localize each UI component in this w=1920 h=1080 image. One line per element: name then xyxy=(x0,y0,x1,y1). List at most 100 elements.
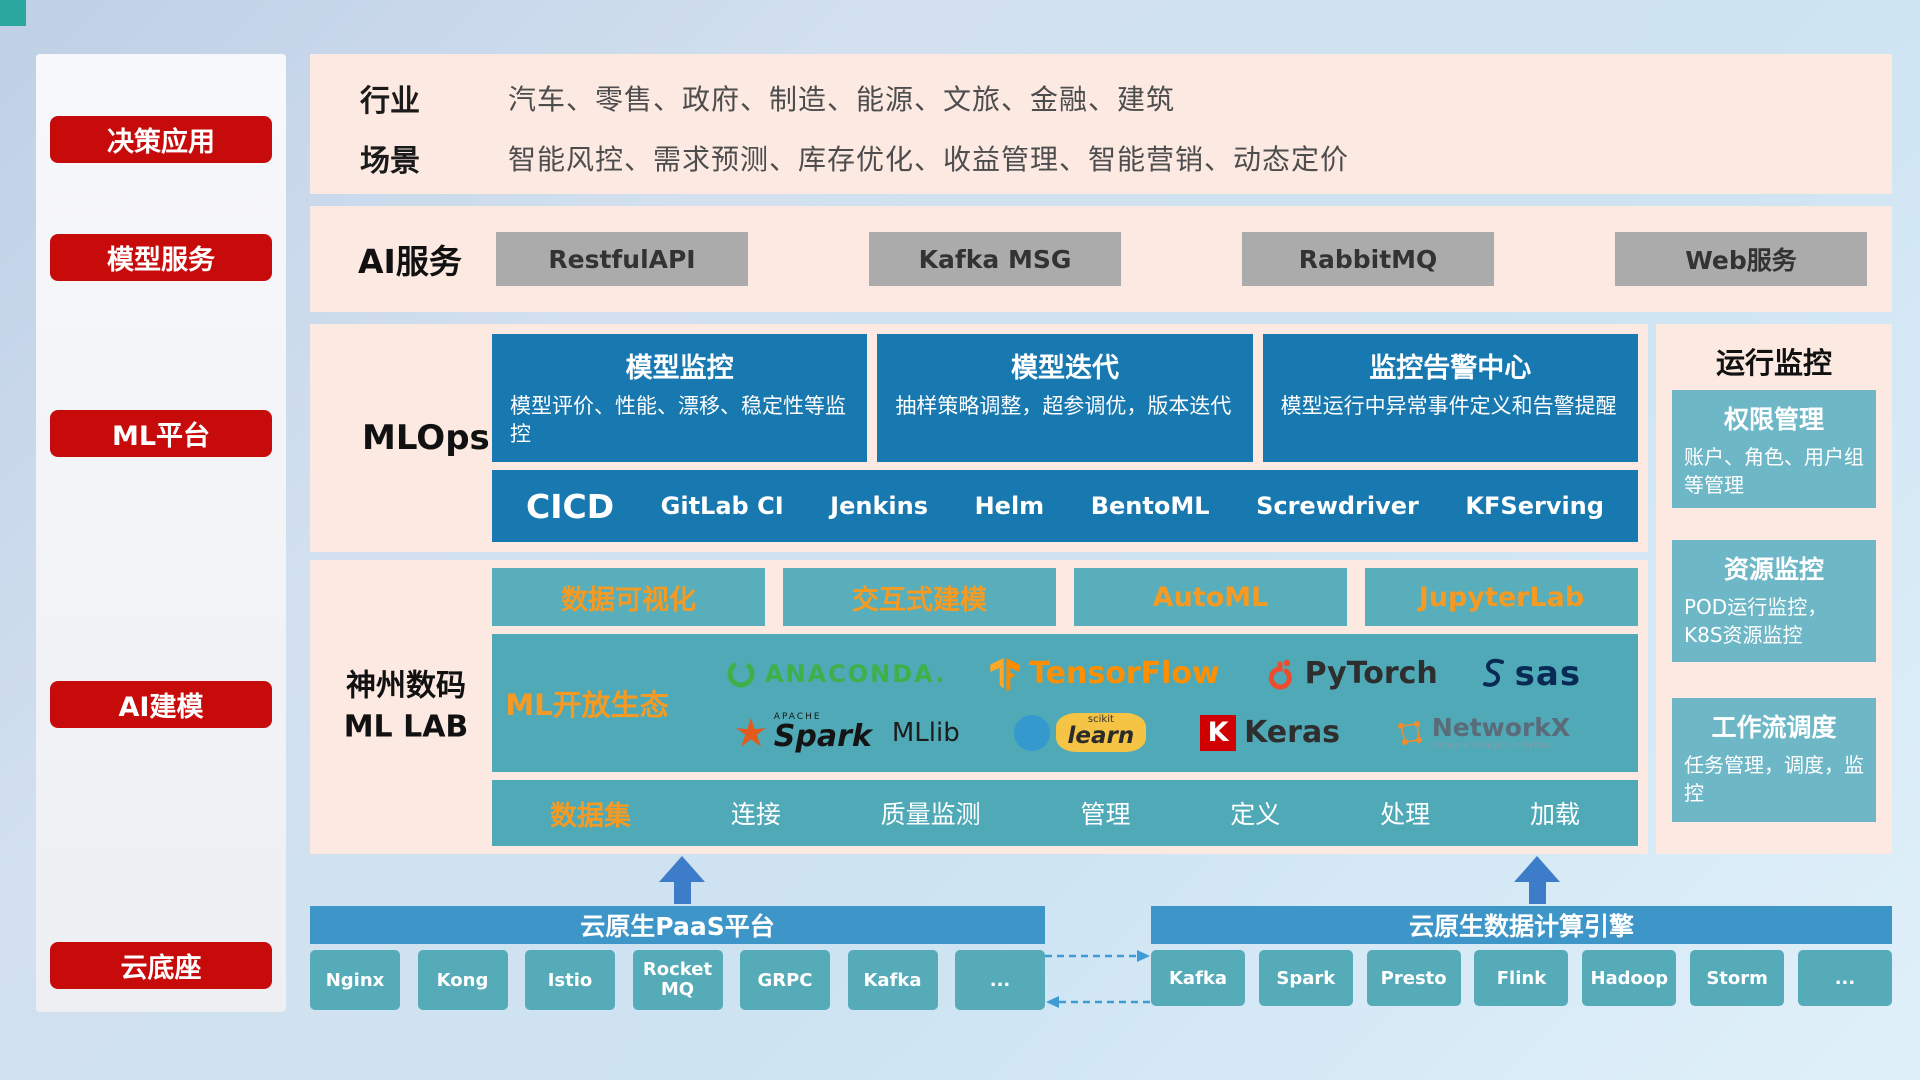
paas-platform-header: 云原生PaaS平台 xyxy=(310,906,1045,944)
resource-monitor-desc: POD运行监控，K8S资源监控 xyxy=(1684,595,1828,647)
ai-service-label: AI服务 xyxy=(358,242,462,281)
tensorflow-logo: TensorFlow xyxy=(989,656,1220,692)
corner-mark xyxy=(0,0,26,26)
kafka-chip[interactable]: Kafka xyxy=(847,950,938,1010)
tensorflow-icon xyxy=(990,657,1020,691)
load-item: 加载 xyxy=(1529,800,1580,829)
nginx-chip[interactable]: Nginx xyxy=(310,950,400,1010)
restful-api-button[interactable]: RestfulAPI xyxy=(496,232,748,286)
engine-more-chip[interactable]: ... xyxy=(1797,950,1892,1006)
permission-management-card: 权限管理 账户、角色、用户组等管理 xyxy=(1672,390,1876,508)
istio-chip[interactable]: Istio xyxy=(525,950,615,1010)
rocketmq-chip[interactable]: RocketMQ xyxy=(632,950,723,1010)
jenkins-item: Jenkins xyxy=(830,492,929,520)
engine-components: Kafka Spark Presto Flink Hadoop Storm ..… xyxy=(1151,950,1892,1006)
engine-presto-chip[interactable]: Presto xyxy=(1366,950,1461,1006)
ml-ecosystem-label: ML开放生态 xyxy=(505,688,669,722)
networkx-icon xyxy=(1397,720,1422,745)
model-iteration-card: 模型迭代 抽样策略调整，超参调优，版本迭代 xyxy=(877,334,1253,462)
logo-row-2: APACHE Spark MLlib scikit learn K xyxy=(682,713,1624,753)
paas-more-chip[interactable]: ... xyxy=(955,950,1045,1010)
sidebar-item-cloud-base[interactable]: 云底座 xyxy=(50,942,272,989)
mllab-label-line1: 神州数码 xyxy=(346,668,466,704)
jupyterlab-button[interactable]: JupyterLab xyxy=(1365,568,1638,626)
kfserving-item: KFServing xyxy=(1465,492,1604,520)
engine-flink-chip[interactable]: Flink xyxy=(1474,950,1569,1006)
engine-storm-chip[interactable]: Storm xyxy=(1690,950,1785,1006)
data-visualization-button[interactable]: 数据可视化 xyxy=(492,568,765,626)
resource-monitor-card: 资源监控 POD运行监控，K8S资源监控 xyxy=(1672,540,1876,662)
scikit-blob: scikit learn xyxy=(1055,713,1147,753)
screwdriver-item: Screwdriver xyxy=(1256,492,1419,520)
data-engine-header: 云原生数据计算引擎 xyxy=(1151,906,1892,944)
gitlab-ci-item: GitLab CI xyxy=(660,492,784,520)
sidebar-item-decision-apps[interactable]: 决策应用 xyxy=(50,116,272,163)
rabbitmq-button[interactable]: RabbitMQ xyxy=(1242,232,1494,286)
ecosystem-logos: ANACONDA. TensorFlow xyxy=(682,634,1638,772)
sas-icon xyxy=(1482,658,1504,687)
networkx-text: NetworkX xyxy=(1431,713,1571,743)
engine-hadoop-chip[interactable]: Hadoop xyxy=(1582,950,1677,1006)
scene-list: 智能风控、需求预测、库存优化、收益管理、智能营销、动态定价 xyxy=(508,143,1350,176)
scikit-circle-icon xyxy=(1013,714,1050,751)
permission-management-desc: 账户、角色、用户组等管理 xyxy=(1684,445,1864,497)
model-monitoring-desc: 模型评价、性能、漂移、稳定性等监控 xyxy=(510,394,846,447)
model-iteration-title: 模型迭代 xyxy=(1010,353,1119,384)
keras-text: Keras xyxy=(1244,715,1341,751)
define-item: 定义 xyxy=(1230,800,1281,829)
kong-chip[interactable]: Kong xyxy=(417,950,508,1010)
bentoml-item: BentoML xyxy=(1090,492,1210,520)
ai-service-buttons: RestfulAPI Kafka MSG RabbitMQ Web服务 xyxy=(496,232,1867,286)
web-service-button[interactable]: Web服务 xyxy=(1615,232,1867,286)
scikit-text: scikit xyxy=(1087,714,1114,726)
alert-center-title: 监控告警中心 xyxy=(1369,353,1532,384)
model-iteration-desc: 抽样策略调整，超参调优，版本迭代 xyxy=(895,394,1232,418)
dataset-bar: 数据集 连接 质量监测 管理 定义 处理 加载 xyxy=(492,780,1638,846)
grpc-chip[interactable]: GRPC xyxy=(740,950,830,1010)
cicd-bar: CICD GitLab CI Jenkins Helm BentoML Scre… xyxy=(492,470,1638,542)
logo-row-1: ANACONDA. TensorFlow xyxy=(682,654,1624,694)
workflow-scheduler-title: 工作流调度 xyxy=(1711,713,1837,742)
pytorch-icon xyxy=(1268,659,1292,690)
mlops-cards: 模型监控 模型评价、性能、漂移、稳定性等监控 模型迭代 抽样策略调整，超参调优，… xyxy=(492,334,1638,462)
anaconda-icon xyxy=(727,660,755,688)
keras-icon: K xyxy=(1200,714,1237,751)
mllab-row: 神州数码 ML LAB 数据可视化 交互式建模 AutoML JupyterLa… xyxy=(310,560,1648,854)
sidebar-item-ai-modeling[interactable]: AI建模 xyxy=(50,681,272,728)
automl-button[interactable]: AutoML xyxy=(1074,568,1347,626)
up-arrow-head-icon xyxy=(1514,856,1560,882)
networkx-logo: NetworkX Network Analysis in Python xyxy=(1394,714,1570,751)
scikit-learn-logo: scikit learn xyxy=(1013,713,1147,753)
engine-spark-chip[interactable]: Spark xyxy=(1258,950,1353,1006)
up-arrow-paas xyxy=(659,856,705,904)
ml-open-ecosystem-box: ML开放生态 ANACONDA. TensorFlow xyxy=(492,634,1638,772)
scene-line: 场景 智能风控、需求预测、库存优化、收益管理、智能营销、动态定价 xyxy=(310,136,1892,180)
pytorch-text: PyTorch xyxy=(1304,656,1438,692)
helm-item: Helm xyxy=(974,492,1045,520)
mlops-label: MLOps xyxy=(362,418,490,458)
sidebar-item-ml-platform[interactable]: ML平台 xyxy=(50,410,272,457)
mlops-row: MLOps 模型监控 模型评价、性能、漂移、稳定性等监控 模型迭代 抽样策略调整… xyxy=(310,324,1648,552)
pytorch-logo: PyTorch xyxy=(1263,655,1438,693)
runtime-monitor-title: 运行监控 xyxy=(1715,346,1832,380)
industry-scene-row: 行业 汽车、零售、政府、制造、能源、文旅、金融、建筑 场景 智能风控、需求预测、… xyxy=(310,54,1892,194)
alert-center-card: 监控告警中心 模型运行中异常事件定义和告警提醒 xyxy=(1262,334,1638,462)
up-arrow-stem xyxy=(1528,882,1546,904)
paas-components: Nginx Kong Istio RocketMQ GRPC Kafka ... xyxy=(310,950,1045,1010)
kafka-msg-button[interactable]: Kafka MSG xyxy=(869,232,1121,286)
sidebar-item-model-service[interactable]: 模型服务 xyxy=(50,234,272,281)
model-monitoring-title: 模型监控 xyxy=(625,353,734,384)
mllib-text: MLlib xyxy=(891,717,960,748)
interactive-modeling-button[interactable]: 交互式建模 xyxy=(783,568,1056,626)
sas-text: sas xyxy=(1514,653,1582,694)
scene-label: 场景 xyxy=(360,144,420,179)
spark-text-stack: APACHE Spark xyxy=(774,713,872,752)
networkx-subtitle: Network Analysis in Python xyxy=(1431,740,1555,751)
quality-monitor-item: 质量监测 xyxy=(880,800,981,829)
engine-kafka-chip[interactable]: Kafka xyxy=(1151,950,1245,1006)
permission-management-title: 权限管理 xyxy=(1723,405,1824,434)
ai-service-row: AI服务 RestfulAPI Kafka MSG RabbitMQ Web服务 xyxy=(310,206,1892,312)
spark-mllib-logo: APACHE Spark MLlib xyxy=(735,713,960,752)
process-item: 处理 xyxy=(1380,800,1431,829)
